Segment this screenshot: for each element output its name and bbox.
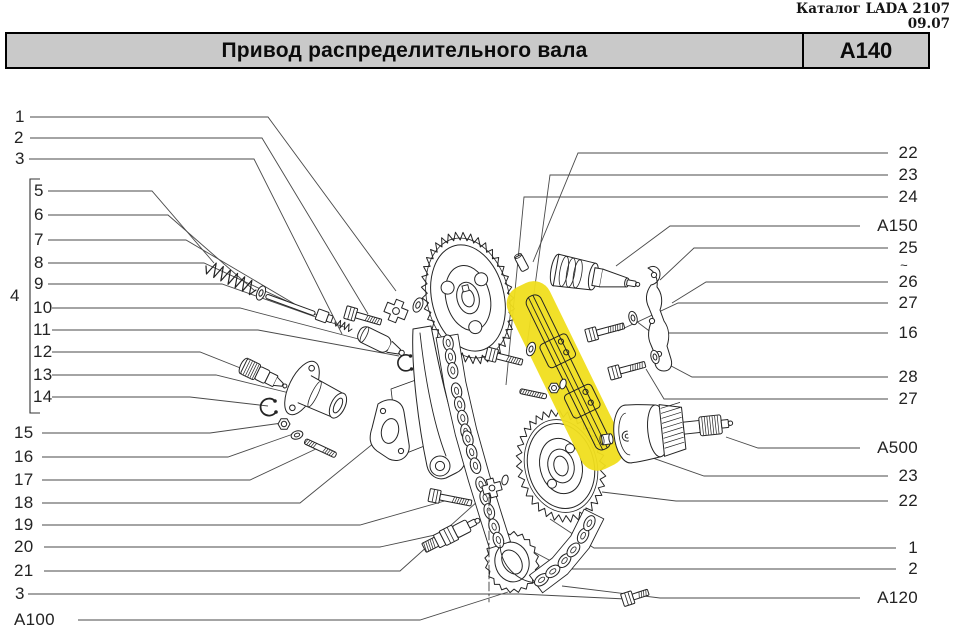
leader-lines [28,116,896,621]
page-code: А140 [802,34,928,67]
leader-line-27 [617,302,888,332]
leader-line-28 [657,358,888,378]
catalog-reference: Каталог LADA 2107 09.07 [796,2,950,31]
leader-line-6 [48,214,256,292]
leader-line-2 [30,137,369,315]
leader-line-20 [44,532,445,548]
leader-line-25 [659,247,888,281]
leader-line-3 [28,593,627,600]
leader-line-19 [42,499,449,526]
leader-line-2 [533,551,896,570]
leader-line-1 [549,518,896,549]
header-bar: Привод распределительного вала А140 [5,32,930,69]
leader-line-8 [48,262,327,320]
camshaft-drive-drawing [205,231,734,607]
group-bracket [29,178,40,414]
leader-line-24 [505,196,888,386]
leader-line-10 [52,307,371,343]
leader-line-26 [671,281,888,304]
catalog-name: Каталог LADA 2107 [795,1,950,17]
leader-line-A120 [561,585,860,599]
leader-line-7 [48,239,299,307]
leader-line-9 [48,283,345,328]
leader-line-A500 [725,436,860,449]
leader-line-22 [601,491,888,502]
leader-line-12 [52,351,259,376]
leader-line-22 [532,152,888,263]
leader-line-5 [48,190,215,264]
leader-line-16 [635,320,888,334]
leader-line-15 [42,422,283,434]
leader-line-27 [645,368,888,400]
leader-line-1 [30,116,397,292]
catalog-date: 09.07 [907,15,950,32]
leader-line-A150 [615,225,860,267]
leader-line-3 [29,158,343,335]
leader-line-11 [52,329,400,357]
leader-line-16 [42,432,297,458]
leader-line-21 [44,491,489,572]
page-title: Привод распределительного вала [221,38,588,62]
leader-line-18 [42,433,386,504]
leader-line-14 [52,396,269,407]
leader-line-13 [52,374,319,401]
leader-line-17 [42,447,319,481]
leader-line-A100 [78,591,509,621]
